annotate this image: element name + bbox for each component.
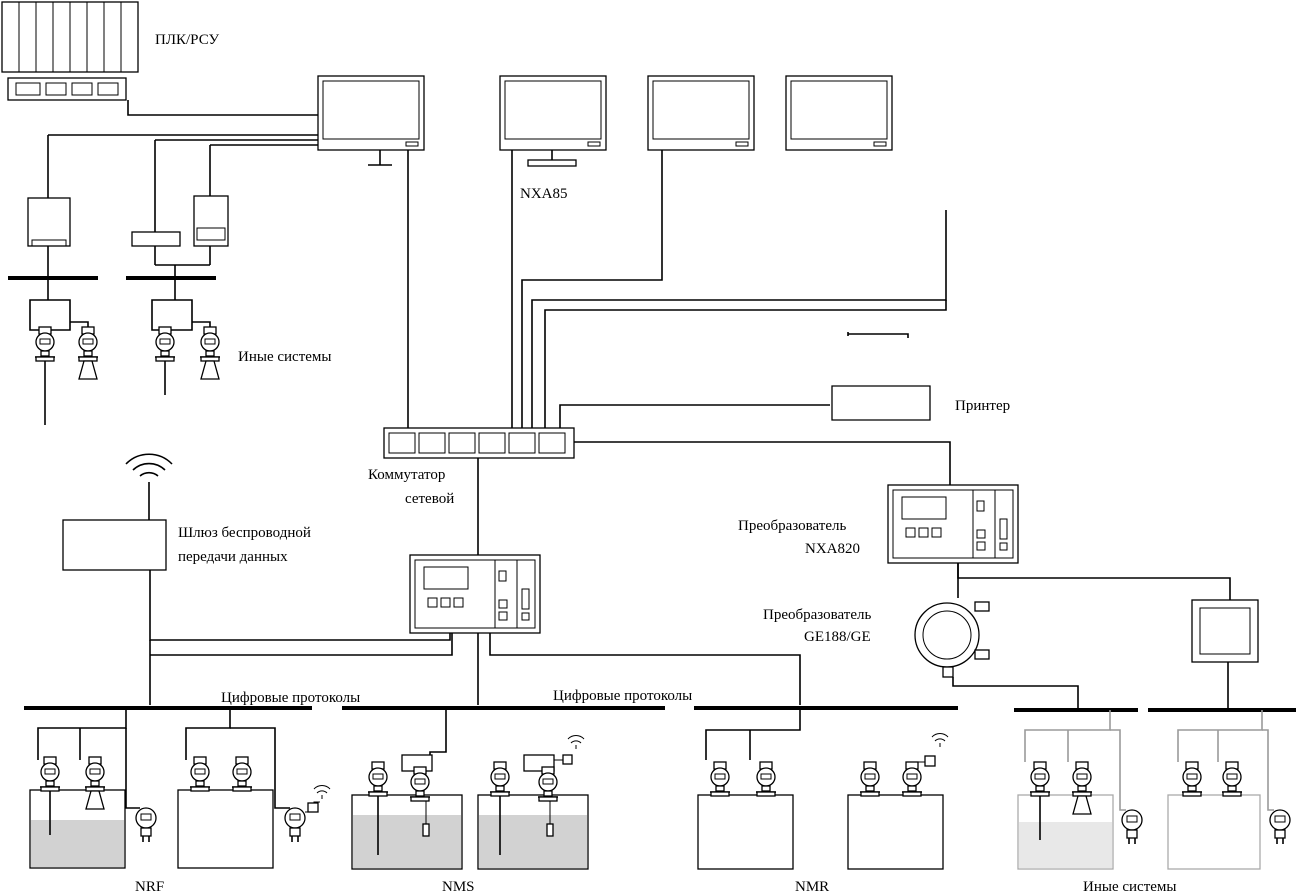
wireless-signal-icon xyxy=(931,733,949,748)
switch-label-line2: сетевой xyxy=(405,491,454,507)
level-gauge-icon xyxy=(755,761,777,797)
storage-tank-icon xyxy=(697,794,794,870)
monitor-icon xyxy=(317,75,425,166)
level-gauge-icon xyxy=(189,756,211,792)
temperature-transmitter-icon xyxy=(135,807,157,843)
storage-tank-icon xyxy=(847,794,944,870)
printer-icon xyxy=(831,332,931,421)
network-switch-icon[interactable] xyxy=(383,427,575,459)
storage-tank-icon xyxy=(177,789,274,869)
wireless-signal-icon xyxy=(567,735,585,750)
other-systems-left xyxy=(8,135,229,425)
ge-converter-icon[interactable] xyxy=(914,601,990,678)
wireless-gateway-label-line2: передачи данных xyxy=(178,549,288,565)
monitor-icon xyxy=(647,75,755,151)
level-gauge-icon xyxy=(859,761,881,797)
monitor-icon xyxy=(499,75,607,167)
temperature-transmitter-icon xyxy=(1269,809,1291,845)
level-gauge-icon xyxy=(709,761,731,797)
wireless-gateway-label: Шлюз беспроводной xyxy=(178,525,311,541)
nms-group xyxy=(351,708,589,870)
other-systems-bottom-group xyxy=(1017,710,1291,870)
digital-protocols-label-2: Цифровые протоколы xyxy=(553,688,692,704)
nxa85-label: NXA85 xyxy=(520,186,568,202)
level-gauge-icon xyxy=(1029,761,1051,797)
plc-label: ПЛК/РСУ xyxy=(155,32,220,48)
level-gauge-icon xyxy=(1071,761,1093,797)
other-systems-bottom-label: Иные системы xyxy=(1083,879,1176,895)
temperature-transmitter-icon xyxy=(1121,809,1143,845)
field-converter-icon[interactable] xyxy=(887,484,1019,564)
converter-ge-label: Преобразователь xyxy=(763,607,871,623)
field-converter-icon[interactable] xyxy=(409,554,541,634)
digital-protocols-label-1: Цифровые протоколы xyxy=(221,690,360,706)
storage-tank-icon xyxy=(1167,794,1261,870)
display-unit-icon[interactable] xyxy=(1191,599,1259,663)
wireless-signal-icon xyxy=(313,785,331,800)
nmr-group xyxy=(697,708,949,870)
wireless-signal-icon xyxy=(125,453,173,520)
switch-label: Коммутатор xyxy=(368,467,445,483)
monitor-icon xyxy=(785,75,893,151)
converter-nxa820-label: Преобразователь xyxy=(738,518,846,534)
nms-label: NMS xyxy=(442,879,475,895)
converter-nxa820-label-line2: NXA820 xyxy=(805,541,860,557)
level-gauge-icon xyxy=(489,761,511,797)
nrf-label: NRF xyxy=(135,879,164,895)
level-gauge-icon xyxy=(39,756,61,792)
printer-label: Принтер xyxy=(955,398,1010,414)
level-gauge-icon xyxy=(1181,761,1203,797)
nmr-label: NMR xyxy=(795,879,829,895)
plc-rack-icon xyxy=(1,1,139,101)
level-gauge-icon xyxy=(231,756,253,792)
level-gauge-icon xyxy=(84,756,106,792)
level-gauge-icon xyxy=(901,761,923,797)
wireless-transmitter-icon xyxy=(284,807,306,843)
nrf-group xyxy=(29,708,331,869)
converter-ge-label-line2: GE188/GE xyxy=(804,629,871,645)
other-systems-top-label: Иные системы xyxy=(238,349,331,365)
level-gauge-icon xyxy=(367,761,389,797)
wireless-gateway-box xyxy=(62,519,167,571)
level-gauge-icon xyxy=(1221,761,1243,797)
